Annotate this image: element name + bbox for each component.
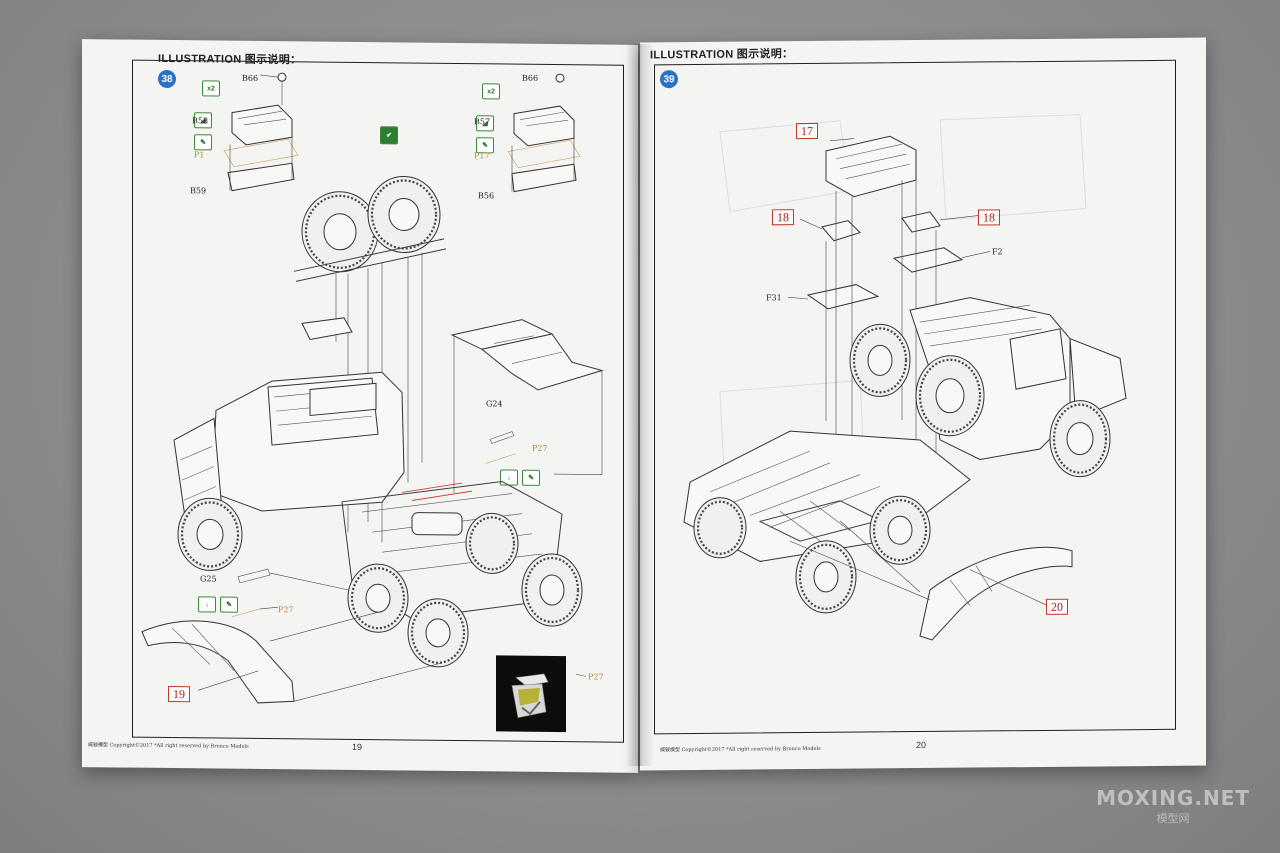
page-number: 20 [916,739,927,751]
assembly-diagram-38 [141,72,604,704]
site-watermark: MOXING.NET 模型网 [1096,786,1250,826]
watermark-line2: 模型网 [1156,813,1190,825]
page-right: ILLUSTRATION 图示说明： 39 17 18 18 20 F2 F31 [640,37,1206,771]
book-gutter [626,44,654,766]
watermark-line1: MOXING.NET [1096,786,1250,810]
part-photo [496,655,566,733]
assembly-diagram-39 [683,114,1127,641]
copyright-footer: 威骏模型 Copyright©2017 *All right reserved … [660,745,821,754]
page-left: ILLUSTRATION 图示说明： 38 x2 x2 ◢ ✎ ◢ ✎ ✔ ↓ … [82,39,638,773]
page-number: 19 [352,741,363,753]
